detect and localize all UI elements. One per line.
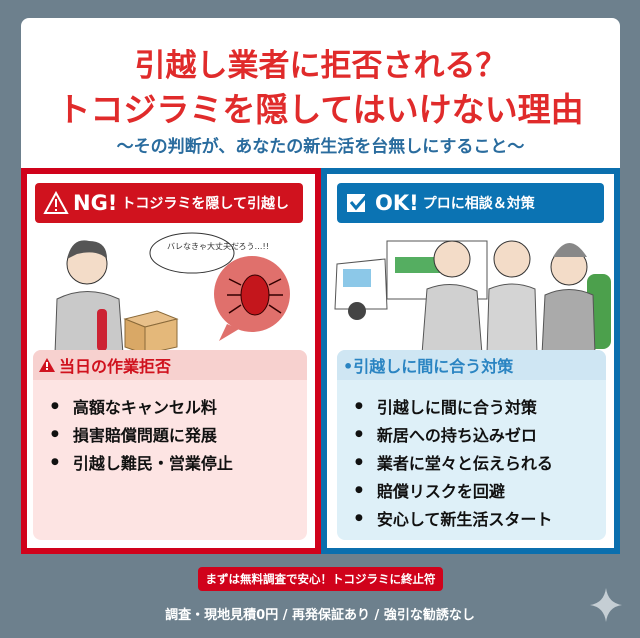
list-item: 引越し難民・営業停止 <box>51 448 307 476</box>
ng-panel: NG! トコジラミを隠して引越し バレなきゃ大丈夫だろう…!! 当日の作業拒否 … <box>21 168 321 554</box>
ok-badge: OK! <box>375 191 419 215</box>
list-item: 安心して新生活スタート <box>355 504 606 532</box>
warning-icon <box>43 191 69 214</box>
title-card: 引越し業者に拒否される？ トコジラミを隠してはいけない理由 〜その判断が、あなた… <box>21 18 620 174</box>
subtitle: 〜その判断が、あなたの新生活を台無しにすること〜 <box>116 137 525 157</box>
ng-box-title: 当日の作業拒否 <box>59 357 172 376</box>
ok-header: OK! プロに相談＆対策 <box>337 183 604 223</box>
ng-heading: トコジラミを隠して引越し <box>121 196 289 212</box>
list-item: 業者に堂々と伝えられる <box>355 448 606 476</box>
list-item: 引越しに間に合う対策 <box>355 392 606 420</box>
ng-header: NG! トコジラミを隠して引越し <box>35 183 303 223</box>
speech-bubble: バレなきゃ大丈夫だろう…!! <box>167 241 269 251</box>
ok-box-title: •引越しに間に合う対策 <box>343 357 514 376</box>
title-line-2: トコジラミを隠してはいけない理由 <box>57 90 584 129</box>
checkbox-icon <box>347 192 371 212</box>
footer-text: 調査・現地見積0円 / 再発保証あり / 強引な勧誘なし <box>165 608 475 623</box>
title-line-1: 引越し業者に拒否される？ <box>134 48 507 84</box>
ok-heading: プロに相談＆対策 <box>422 196 535 212</box>
list-item: 賠償リスクを回避 <box>355 476 606 504</box>
consultation-illustration <box>334 240 611 354</box>
ng-badge: NG! <box>73 191 118 215</box>
ok-box-header: •引越しに間に合う対策 <box>337 350 606 380</box>
ok-result-box: •引越しに間に合う対策 引越しに間に合う対策 新居への持ち込みゼロ 業者に堂々と… <box>337 350 606 540</box>
ng-box-header: 当日の作業拒否 <box>33 350 307 380</box>
free-inspection-banner[interactable]: まずは無料調査で安心！トコジラミに終止符 <box>198 567 443 591</box>
ng-result-box: 当日の作業拒否 高額なキャンセル料 損害賠償問題に発展 引越し難民・営業停止 <box>33 350 307 540</box>
ok-panel: OK! プロに相談＆対策 •引越しに間に合う対策 引越しに間に合う対策 新居への… <box>321 168 620 554</box>
hiding-person-illustration: バレなきゃ大丈夫だろう…!! <box>54 232 290 354</box>
list-item: 損害賠償問題に発展 <box>51 420 307 448</box>
ok-benefit-list: 引越しに間に合う対策 新居への持ち込みゼロ 業者に堂々と伝えられる 賠償リスクを… <box>337 380 606 532</box>
list-item: 新居への持ち込みゼロ <box>355 420 606 448</box>
list-item: 高額なキャンセル料 <box>51 392 307 420</box>
warning-icon <box>39 358 55 372</box>
sparkle-icon <box>590 588 622 622</box>
ng-consequence-list: 高額なキャンセル料 損害賠償問題に発展 引越し難民・営業停止 <box>33 380 307 476</box>
